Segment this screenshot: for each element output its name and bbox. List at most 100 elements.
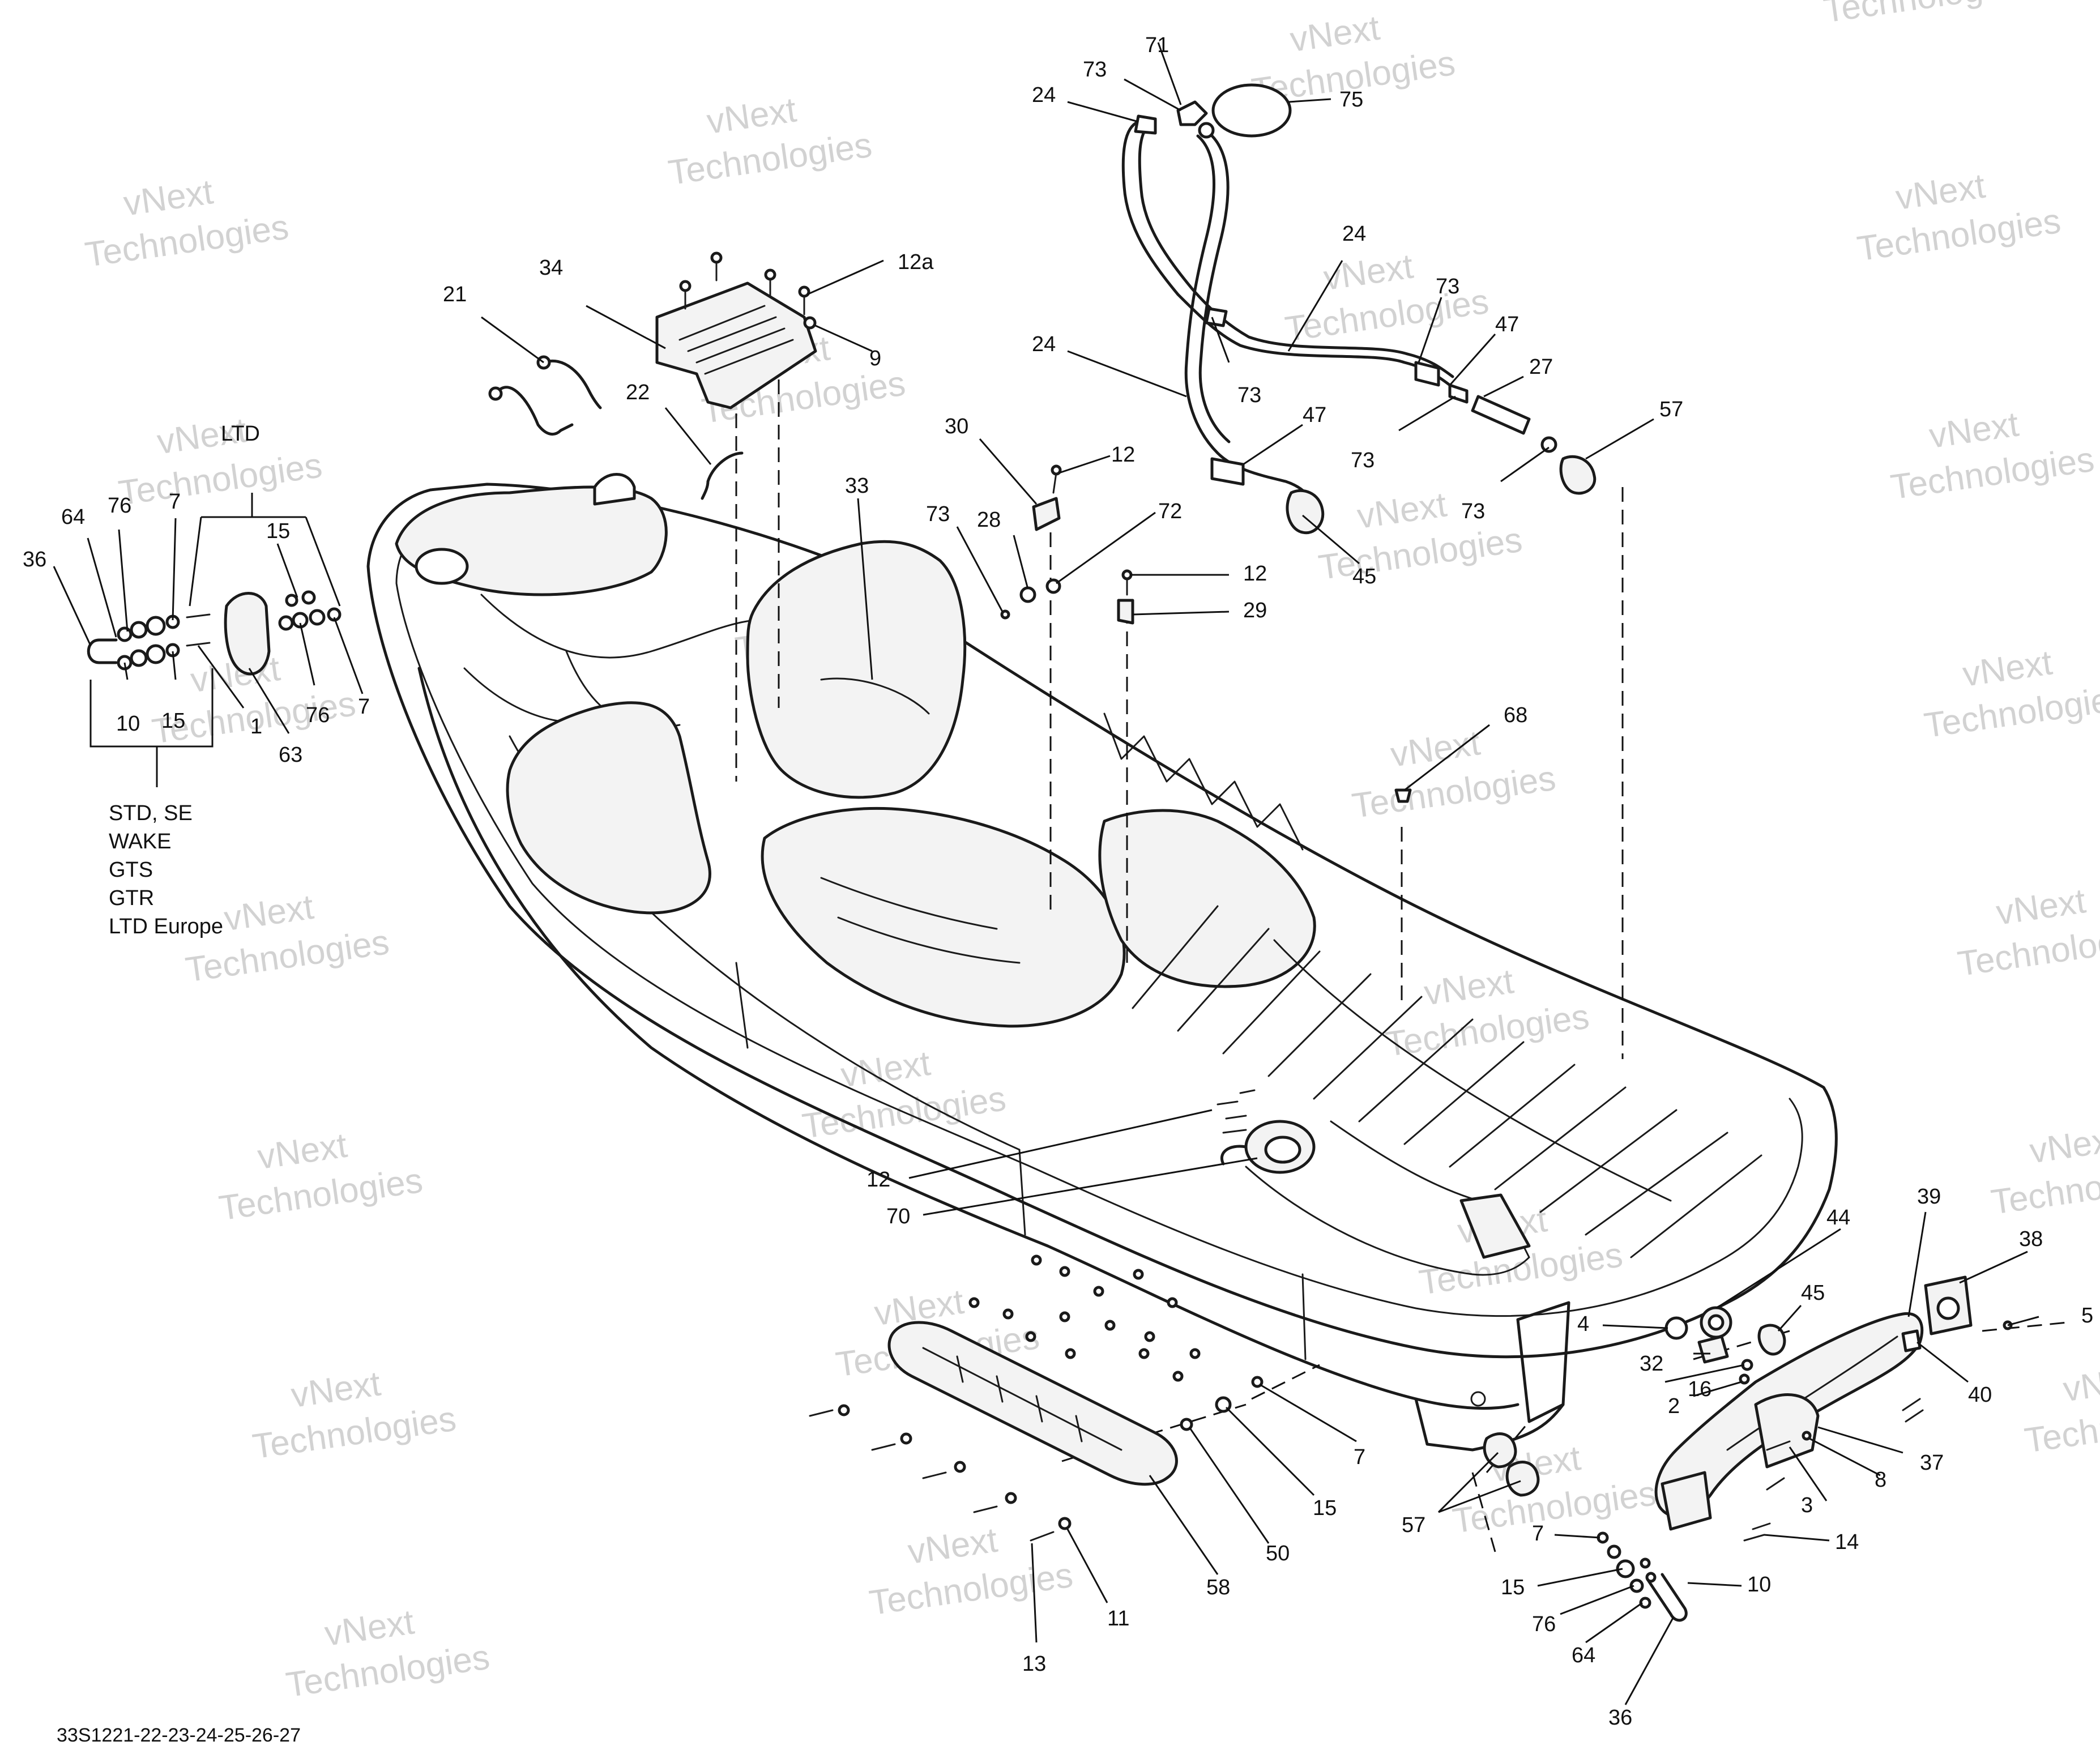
callout-4: 4: [1577, 1312, 1589, 1336]
svg-text:vNext: vNext: [1994, 881, 2088, 932]
screw: [679, 251, 810, 315]
bolt-3: [1766, 1440, 1791, 1451]
screw: [1121, 569, 1133, 581]
callout-14: 14: [1835, 1530, 1859, 1554]
transom-bracket: [1459, 1193, 1531, 1259]
svg-text:vNext: vNext: [1893, 167, 1988, 217]
model-note-std-se: STD, SE: [109, 801, 193, 825]
svg-text:vNext: vNext: [1927, 405, 2021, 456]
hose-ring-75: [1211, 83, 1292, 138]
callout-40: 40: [1968, 1383, 1992, 1407]
fitting-32: [1697, 1335, 1729, 1364]
callout-7: 7: [358, 695, 370, 719]
callout-15: 15: [161, 709, 185, 733]
washer: [1616, 1559, 1635, 1578]
hull-hole-pattern: [968, 1254, 1201, 1382]
passenger-seat: [746, 540, 967, 799]
callout-58: 58: [1206, 1576, 1230, 1599]
svg-text:Technologies: Technologies: [867, 1556, 1075, 1623]
svg-text:Technologies: Technologies: [1888, 440, 2097, 507]
washer: [130, 649, 148, 667]
spring-40: [1901, 1329, 1922, 1352]
svg-text:Technologies: Technologies: [1283, 282, 1491, 349]
bracket-29: [1117, 599, 1134, 625]
model-note-ltd: LTD: [221, 422, 260, 446]
vent-fitting-57: [1559, 455, 1597, 495]
nut: [1640, 1557, 1651, 1569]
cap-45: [1757, 1324, 1786, 1356]
nut-50: [1180, 1418, 1193, 1431]
callout-73: 73: [1351, 449, 1375, 472]
handle-mount: [1661, 1471, 1712, 1531]
svg-text:vNext: vNext: [906, 1521, 1000, 1572]
callout-29: 29: [1243, 599, 1267, 622]
hose-24-lower: [1184, 134, 1316, 511]
callout-73: 73: [926, 502, 950, 526]
callout-72: 72: [1158, 500, 1182, 523]
svg-text:vNext: vNext: [255, 1126, 350, 1177]
callout-7: 7: [1532, 1522, 1544, 1546]
bolt-14: [1743, 1534, 1765, 1542]
o-ring: [1198, 122, 1215, 139]
clip-plate-34: [655, 251, 817, 409]
clamp: [1540, 436, 1557, 453]
callout-27: 27: [1529, 355, 1553, 379]
callout-labels: 71 73 24 75 24 24 73 73 47 27 73 57 73 4…: [23, 33, 2093, 1730]
washer: [146, 616, 166, 636]
nut: [278, 615, 294, 631]
svg-text:Technologies: Technologies: [217, 1161, 425, 1228]
svg-text:Technologies: Technologies: [250, 1399, 459, 1467]
leader-lines: [53, 42, 2039, 1705]
svg-text:Technologies: Technologies: [1855, 202, 2063, 269]
strap-end: [488, 386, 503, 401]
drain-hole: [1470, 1391, 1486, 1407]
boarding-handle-39: [1654, 1312, 1924, 1531]
callout-12: 12: [1243, 562, 1267, 586]
svg-text:vNext: vNext: [1288, 8, 1382, 59]
washer: [309, 609, 326, 626]
front-seat: [506, 701, 711, 915]
callout-76: 76: [1532, 1612, 1556, 1636]
clip-73: [1000, 609, 1010, 620]
svg-text:vNext: vNext: [1355, 485, 1449, 536]
callout-73: 73: [1083, 58, 1107, 82]
callout-12: 12: [1111, 443, 1135, 467]
washer: [130, 621, 148, 639]
callout-50: 50: [1266, 1542, 1290, 1565]
callout-13: 13: [1022, 1652, 1046, 1676]
callout-38: 38: [2019, 1227, 2043, 1251]
strap-22: [701, 451, 744, 500]
strap-21: [497, 386, 574, 436]
callout-2: 2: [1668, 1394, 1680, 1418]
svg-text:Technologies: Technologies: [1450, 1474, 1659, 1541]
callout-70: 70: [886, 1205, 910, 1228]
svg-text:Technologies: Technologies: [116, 446, 325, 513]
model-notes: LTD STD, SE WAKE GTS GTR LTD Europe: [109, 422, 260, 938]
svg-text:Technologies: Technologies: [1383, 997, 1591, 1064]
callout-24: 24: [1032, 332, 1056, 356]
model-note-wake: WAKE: [109, 830, 172, 853]
callout-63: 63: [279, 743, 302, 767]
ring-2: [1739, 1373, 1750, 1385]
callout-64: 64: [1572, 1644, 1595, 1667]
washer: [1607, 1544, 1621, 1559]
callout-57: 57: [1659, 398, 1683, 421]
svg-text:vNext: vNext: [838, 1044, 933, 1095]
callout-33: 33: [845, 474, 869, 498]
svg-text:vNext: vNext: [322, 1602, 417, 1653]
callout-37: 37: [1920, 1451, 1944, 1475]
callout-45: 45: [1801, 1281, 1825, 1305]
svg-text:vNext: vNext: [2061, 1358, 2100, 1409]
plug-68: [1394, 788, 1412, 803]
callout-71: 71: [1145, 33, 1169, 57]
svg-text:vNext: vNext: [2028, 1120, 2100, 1171]
callout-36: 36: [23, 548, 46, 571]
nut: [327, 607, 342, 622]
fitting-45: [1286, 489, 1325, 535]
callout-22: 22: [626, 381, 650, 404]
callout-8: 8: [1875, 1468, 1886, 1492]
hose-clamp: [1205, 307, 1228, 327]
washer: [301, 590, 316, 605]
std-bracket: [89, 668, 214, 748]
fuel-cap: [415, 548, 469, 585]
